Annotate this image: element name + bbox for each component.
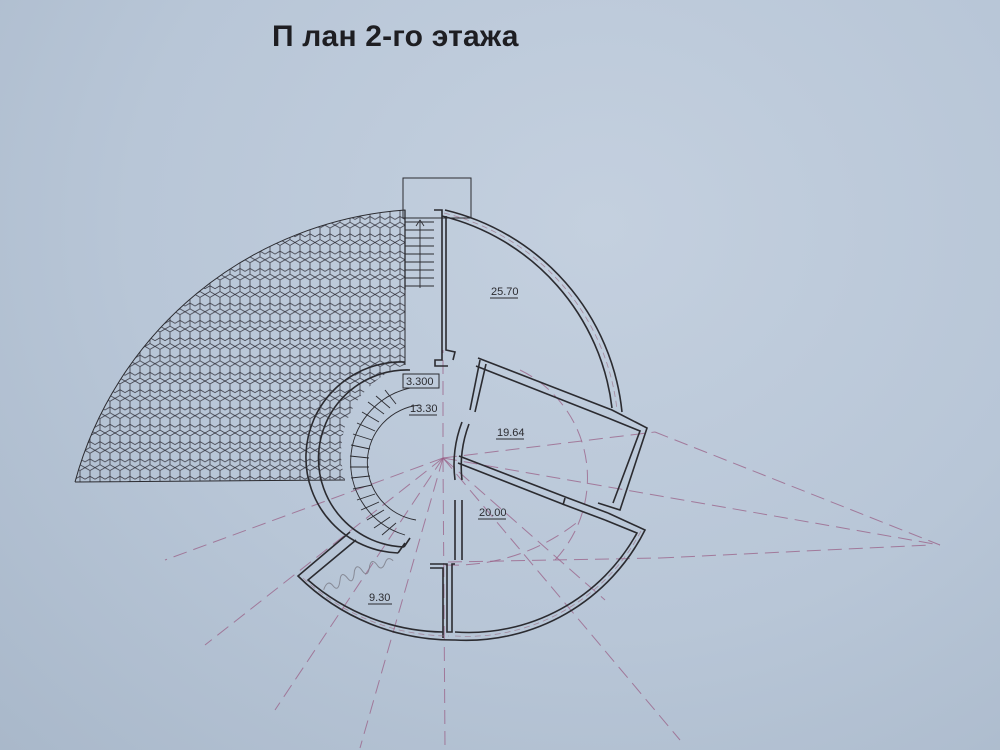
entrance-landing [402, 177, 472, 219]
svg-text:3.300: 3.300 [406, 376, 434, 388]
room-area-25-70: 25.70 [491, 286, 519, 298]
room-area-20-00: 20.00 [479, 507, 507, 519]
straight-stair [404, 210, 434, 290]
spiral-stair [349, 387, 421, 536]
room-area-13-30: 13.30 [410, 403, 438, 415]
level-mark: 3.300 [402, 373, 440, 389]
terrace-hex-area [74, 209, 406, 483]
handwritten-note [323, 558, 394, 590]
room-area-19-64: 19.64 [497, 427, 525, 439]
walls [296, 209, 648, 642]
room-area-9-30: 9.30 [369, 592, 390, 604]
page-title: П лан 2-го этажа [272, 20, 519, 53]
construction-lines [164, 350, 941, 749]
room-area-labels: 25.70 19.64 20.00 13.30 9.30 [368, 286, 525, 605]
